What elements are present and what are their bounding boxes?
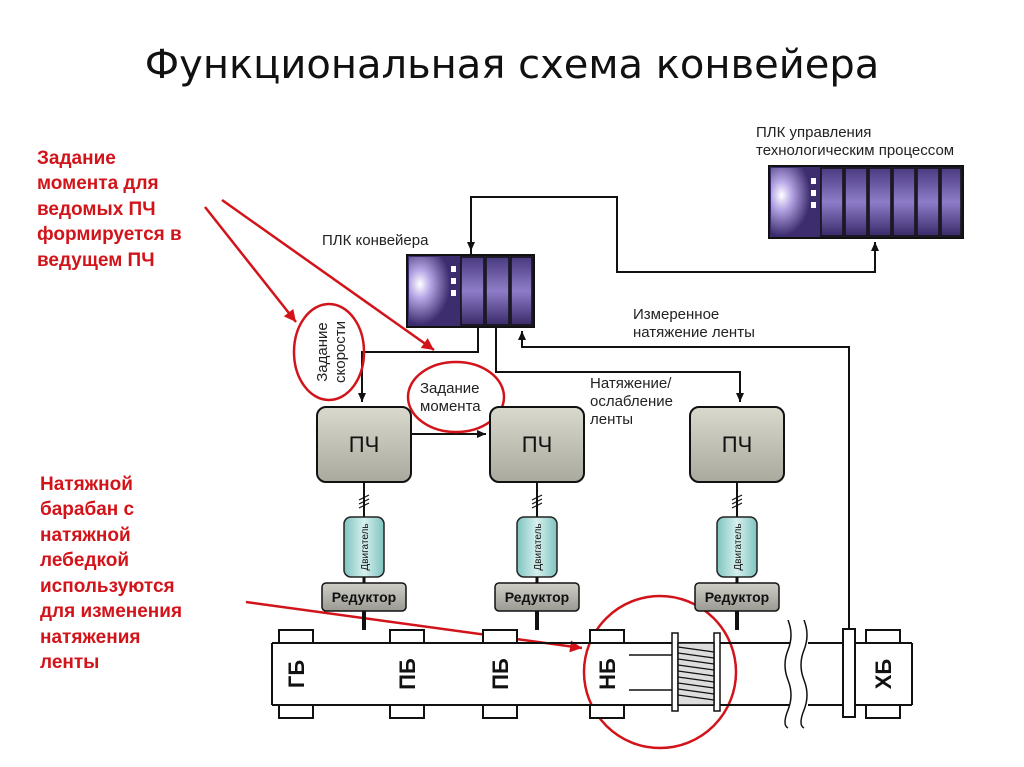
- annotation-arrows: [204, 198, 583, 653]
- gearbox-label: Редуктор: [332, 589, 396, 605]
- motor: Двигатель: [716, 516, 758, 578]
- drum-2: ПБ: [389, 629, 425, 719]
- motor-label: Двигатель: [360, 523, 371, 570]
- plc-conveyor: [406, 254, 535, 328]
- vfd-box: ПЧ: [489, 406, 585, 483]
- plc-conveyor-label: ПЛК конвейера: [322, 232, 429, 249]
- plc-process: [768, 165, 964, 239]
- motor: Двигатель: [516, 516, 558, 578]
- gearbox-label: Редуктор: [505, 589, 569, 605]
- tension-drum-highlight: [582, 594, 738, 750]
- svg-text:Задание: Задание: [314, 322, 331, 382]
- vfd-box: ПЧ: [316, 406, 412, 483]
- gearbox: Редуктор: [494, 582, 580, 612]
- drum-3: ПБ: [482, 629, 518, 719]
- drums: ГБ ПБ ПБ НБ ХБ: [278, 629, 901, 719]
- drum-label: НБ: [595, 658, 620, 690]
- torque-task-label: Задание момента: [420, 380, 481, 415]
- plc-process-label: ПЛК управления технологическим процессом: [756, 124, 955, 159]
- gearbox: Редуктор: [321, 582, 407, 612]
- svg-text:скорости: скорости: [332, 321, 349, 383]
- vfd-label: ПЧ: [522, 432, 552, 457]
- tension-control-label: Натяжение/ ослабление ленты: [590, 375, 673, 428]
- signal-lines: [358, 196, 879, 630]
- gearbox: Редуктор: [694, 582, 780, 612]
- vfd-box: ПЧ: [689, 406, 785, 483]
- annotation-torque-task: Задание момента для ведомых ПЧ формирует…: [37, 148, 182, 271]
- vfd-label: ПЧ: [722, 432, 752, 457]
- drum-4: НБ: [589, 629, 625, 719]
- motor-label: Двигатель: [533, 523, 544, 570]
- speed-task-highlight: [292, 302, 366, 402]
- gearbox-label: Редуктор: [705, 589, 769, 605]
- torque-task-highlight: [406, 360, 506, 434]
- page-title: Функциональная схема конвейера: [144, 42, 880, 88]
- drum-1: ГБ: [278, 629, 314, 719]
- drum-label: ГБ: [284, 660, 309, 688]
- drum-label: ХБ: [871, 659, 896, 690]
- tension-winch: [629, 632, 721, 712]
- vfd-label: ПЧ: [349, 432, 379, 457]
- drum-label: ПБ: [395, 658, 420, 690]
- drum-label: ПБ: [488, 658, 513, 690]
- annotation-tension-drum: Натяжной барабан с натяжной лебедкой исп…: [40, 474, 183, 674]
- speed-task-label: Задание скорости: [314, 321, 349, 383]
- motor: Двигатель: [343, 516, 385, 578]
- measured-tension-label: Измеренное натяжение ленты: [633, 306, 755, 341]
- motor-label: Двигатель: [733, 523, 744, 570]
- drives: ПЧДвигательРедукторПЧДвигательРедукторПЧ…: [316, 406, 785, 630]
- drum-5: ХБ: [865, 629, 901, 719]
